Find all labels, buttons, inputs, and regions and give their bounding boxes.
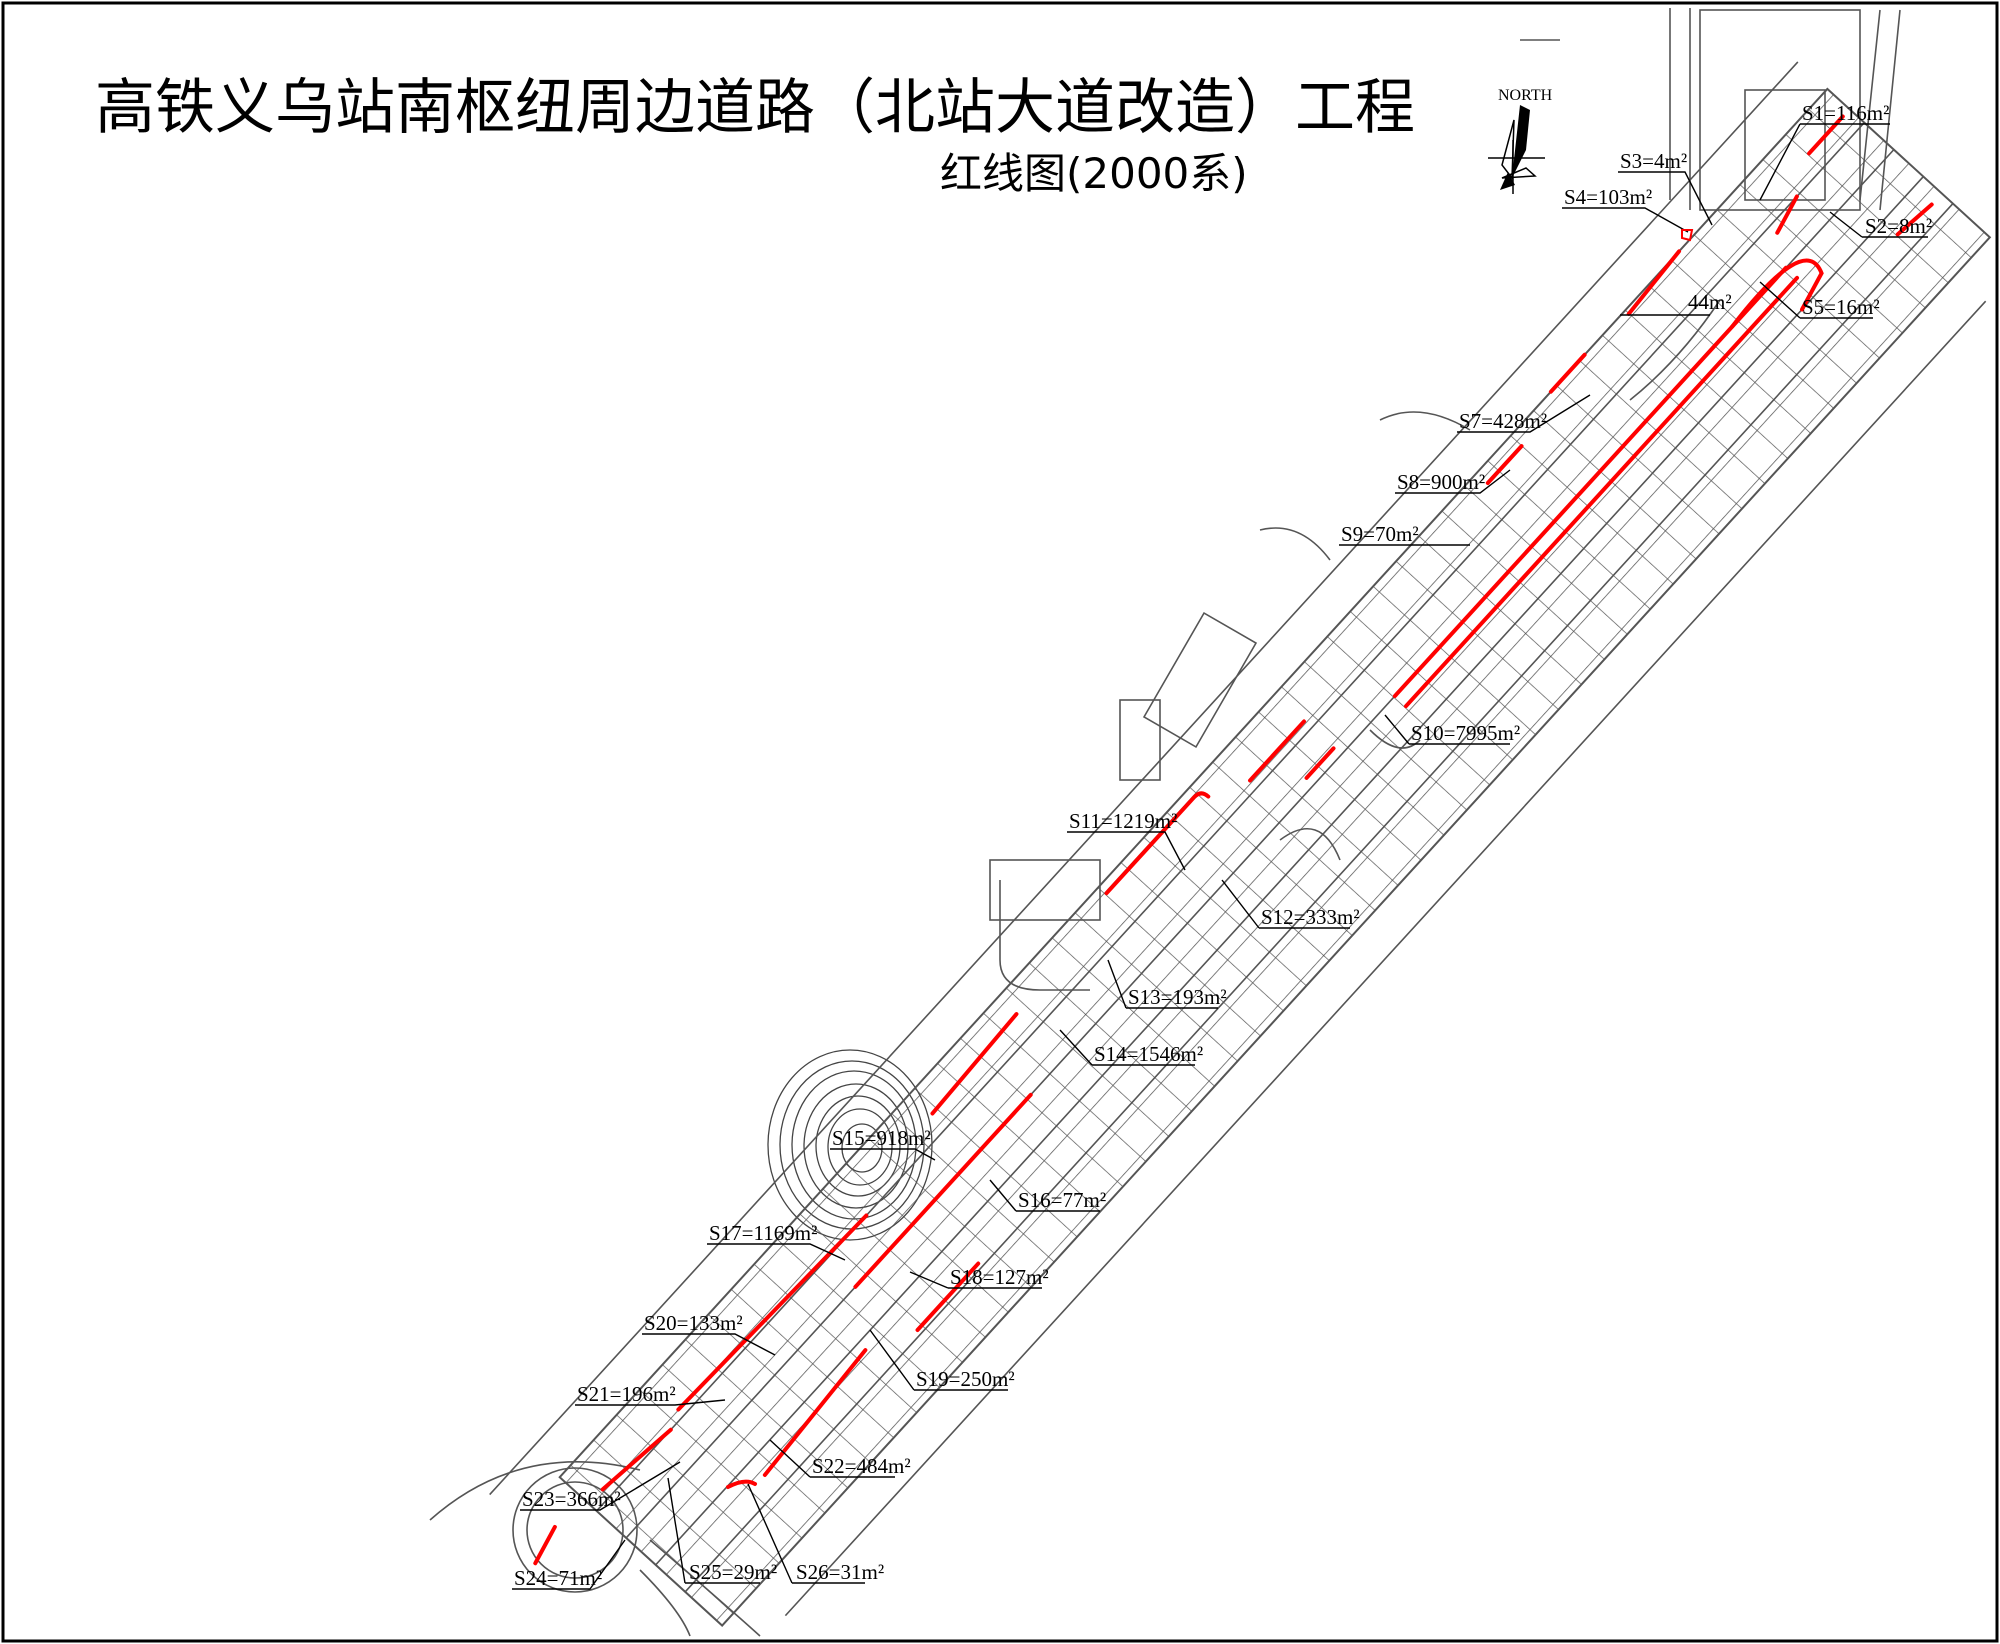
label-S9: S9=70m² (1339, 522, 1470, 546)
label-S23: S23=366m² (520, 1461, 681, 1511)
area-label-text: S24=71m² (514, 1566, 602, 1590)
north-label: NORTH (1498, 87, 1553, 104)
area-label-text: S5=16m² (1802, 295, 1880, 319)
label-S19: S19=250m² (869, 1329, 1015, 1391)
label-S16: S16=77m² (989, 1179, 1106, 1212)
area-label-text: S10=7995m² (1411, 721, 1520, 745)
area-label-text: S14=1546m² (1094, 1042, 1203, 1066)
north-arrow: NORTH (1488, 87, 1553, 194)
area-label-text: S9=70m² (1341, 522, 1419, 546)
label-S13: S13=193m² (1107, 959, 1227, 1009)
area-label-text: S19=250m² (916, 1367, 1015, 1391)
area-label-text: S8=900m² (1397, 470, 1485, 494)
area-label-text: S2=8m² (1865, 214, 1932, 238)
label-S12: S12=333m² (1221, 879, 1360, 929)
label-S7: S7=428m² (1457, 394, 1591, 433)
label-S21: S21=196m² (575, 1382, 726, 1406)
label-S25: S25=29m² (667, 1477, 777, 1584)
label-S4: S4=103m² (1562, 185, 1694, 242)
area-label-text: S12=333m² (1261, 905, 1360, 929)
area-label-text: S18=127m² (950, 1265, 1049, 1289)
area-label-text: S22=484m² (812, 1454, 911, 1478)
drawing-subtitle: 红线图(2000系) (940, 149, 1248, 198)
red-line-segments (533, 114, 1934, 1566)
label-S6: 44m² (1620, 290, 1732, 316)
label-S5: S5=16m² (1759, 281, 1880, 319)
area-label-text: S25=29m² (689, 1560, 777, 1584)
label-S18: S18=127m² (909, 1265, 1049, 1289)
label-S1: S1=116m² (1759, 101, 1890, 201)
drawing-title: 高铁义乌站南枢纽周边道路（北站大道改造）工程 (95, 73, 1415, 143)
area-label-text: S1=116m² (1802, 101, 1889, 125)
label-S2: S2=8m² (1829, 211, 1932, 238)
label-S14: S14=1546m² (1059, 1029, 1203, 1066)
label-S26: S26=31m² (726, 1479, 884, 1584)
area-labels: S1=116m² S2=8m² S3=4m² S4=103m² 44m² S5=… (512, 101, 1932, 1590)
label-S15: S15=918m² (830, 1126, 936, 1161)
area-label-text: S15=918m² (832, 1126, 931, 1150)
label-S20: S20=133m² (642, 1311, 776, 1356)
area-label-text: S17=1169m² (709, 1221, 817, 1245)
label-S11: S11=1219m² (1067, 809, 1186, 871)
area-label-text: S21=196m² (577, 1382, 676, 1406)
label-S22: S22=484m² (769, 1439, 911, 1478)
label-S24: S24=71m² (512, 1539, 626, 1590)
label-S10: S10=7995m² (1384, 714, 1520, 745)
area-label-text: S11=1219m² (1069, 809, 1177, 833)
area-label-text: S13=193m² (1128, 985, 1227, 1009)
north-station-avenue-corridor (489, 61, 1992, 1627)
label-S3: S3=4m² (1618, 149, 1713, 226)
label-S17: S17=1169m² (707, 1221, 846, 1261)
area-label-text: 44m² (1688, 290, 1732, 314)
label-S8: S8=900m² (1395, 469, 1511, 494)
north-arrow-icon (1488, 105, 1545, 194)
area-label-text: S23=366m² (522, 1487, 621, 1511)
area-label-text: S3=4m² (1620, 149, 1687, 173)
area-label-text: S16=77m² (1018, 1188, 1106, 1212)
area-label-text: S7=428m² (1459, 409, 1547, 433)
area-label-text: S20=133m² (644, 1311, 743, 1335)
area-label-text: S4=103m² (1564, 185, 1652, 209)
area-label-text: S26=31m² (796, 1560, 884, 1584)
